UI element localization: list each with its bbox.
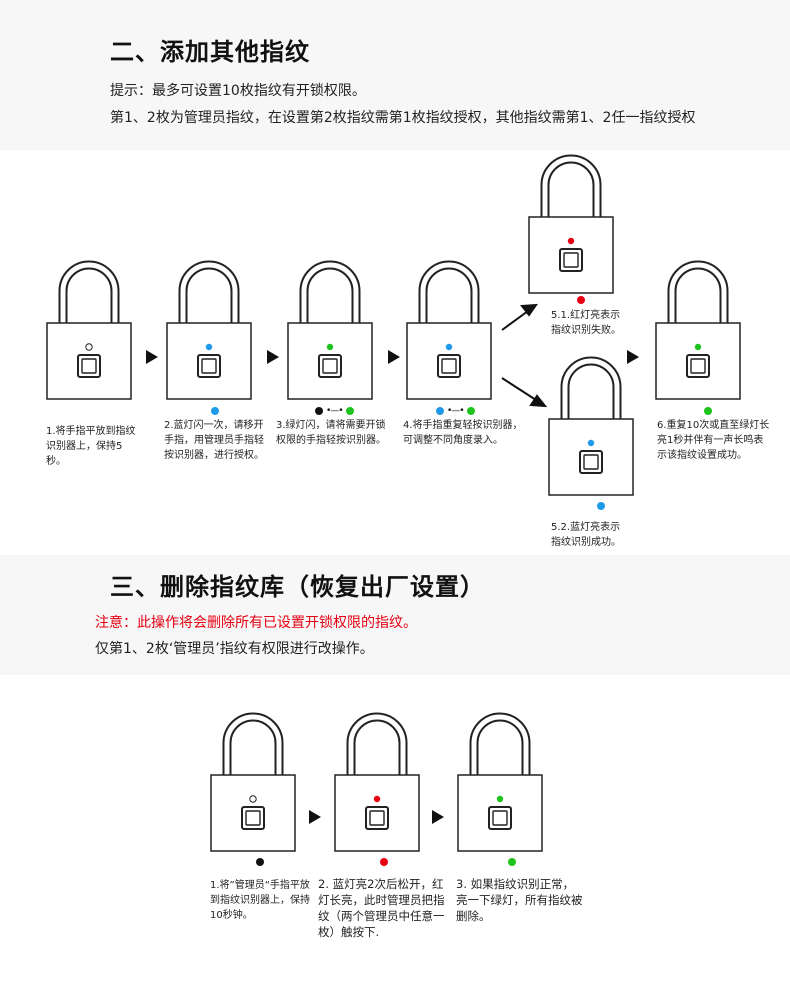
section-three-title: 三、删除指纹库（恢复出厂设置）: [110, 573, 485, 601]
black-green-flash-indicator: •—•: [315, 406, 354, 416]
padlock-icon-step-5-2: [548, 349, 634, 496]
step-1-caption: 1.将手指平放到指纹识别器上，保持5秒。: [46, 426, 136, 467]
blue-led-dot: [211, 407, 219, 415]
section-two-title: 二、添加其他指纹: [110, 38, 310, 66]
arrow-right-icon: [627, 350, 639, 364]
red-led-dot: [577, 296, 585, 304]
section-three-header-band: [0, 555, 790, 675]
arrow-right-icon: [309, 810, 321, 824]
reset-step-3-caption: 3. 如果指纹识别正常，亮一下绿灯，所有指纹被删除。: [456, 877, 583, 923]
arrow-right-icon: [432, 810, 444, 824]
arrow-down-right-icon: [501, 377, 548, 408]
padlock-icon-step-1: [46, 253, 132, 400]
step-2-caption: 2.蓝灯闪一次，请移开手指，用管理员手指轻按识别器，进行授权。: [164, 420, 264, 461]
section-three-warning: 注意：此操作将会删除所有已设置开锁权限的指纹。: [95, 615, 417, 631]
section-two-rule: 第1、2枚为管理员指纹，在设置第2枚指纹需第1枚指纹授权，其他指纹需第1、2任一…: [110, 110, 696, 126]
section-three-note: 仅第1、2枚‘管理员’指纹有权限进行改操作。: [95, 641, 374, 657]
step-5-2-caption: 5.2.蓝灯亮表示指纹识别成功。: [551, 522, 621, 548]
red-led-dot: [380, 858, 388, 866]
padlock-icon-step-4: [406, 253, 492, 400]
reset-step-2-caption: 2. 蓝灯亮2次后松开，红灯长亮，此时管理员把指纹（两个管理员中任意一枚）触按下…: [318, 877, 445, 939]
blue-green-flash-indicator: •—•: [436, 406, 475, 416]
padlock-icon-step-5-1: [528, 147, 614, 294]
black-led-dot: [256, 858, 264, 866]
green-led-dot: [508, 858, 516, 866]
blue-led-dot: [597, 502, 605, 510]
step-5-1-caption: 5.1.红灯亮表示指纹识别失败。: [551, 310, 621, 336]
arrow-right-icon: [146, 350, 158, 364]
step-6-caption: 6.重复10次或直至绿灯长亮1秒并伴有一声长鸣表示该指纹设置成功。: [657, 420, 770, 461]
section-two-tip: 提示：最多可设置10枚指纹有开锁权限。: [110, 83, 366, 99]
padlock-icon-reset-step-2: [334, 705, 420, 852]
arrow-right-icon: [388, 350, 400, 364]
section-two-header-band: [0, 0, 790, 150]
reset-step-1-caption: 1.将”管理员“手指平放到指纹识别器上，保持10秒钟。: [210, 880, 310, 921]
padlock-icon-step-2: [166, 253, 252, 400]
step-3-caption: 3.绿灯闪，请将需要开锁权限的手指轻按识别器。: [276, 420, 386, 446]
step-4-caption: 4.将手指重复轻按识别器，可调整不同角度录入。: [403, 420, 523, 446]
green-led-dot: [704, 407, 712, 415]
padlock-icon-step-3: [287, 253, 373, 400]
arrow-up-right-icon: [501, 303, 539, 331]
padlock-icon-step-6: [655, 253, 741, 400]
arrow-right-icon: [267, 350, 279, 364]
padlock-icon-reset-step-3: [457, 705, 543, 852]
padlock-icon-reset-step-1: [210, 705, 296, 852]
